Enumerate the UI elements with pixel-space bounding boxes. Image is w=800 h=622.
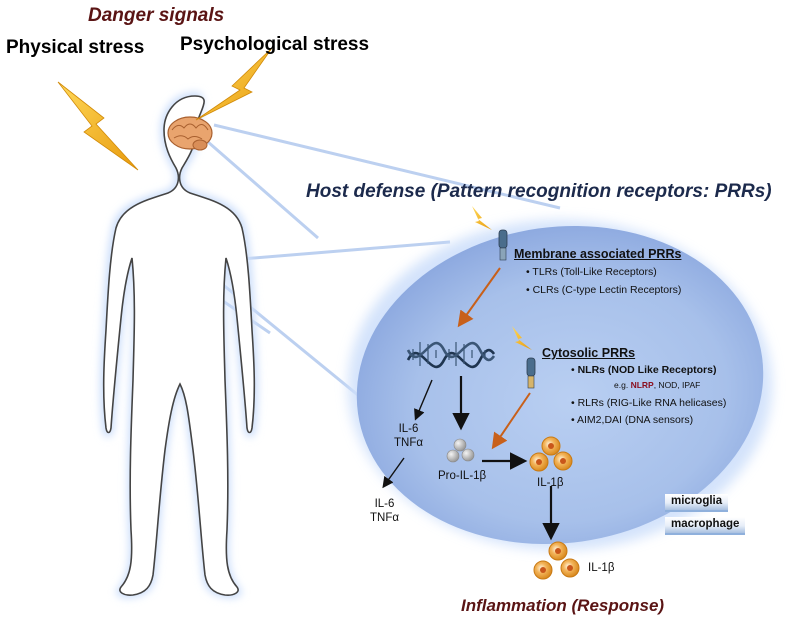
host-defense-title: Host defense (Pattern recognition recept… xyxy=(306,181,772,202)
il1b-granules-outer xyxy=(533,541,580,580)
il1b-granules-inner xyxy=(529,436,573,472)
inflammation-title: Inflammation (Response) xyxy=(461,596,665,615)
membrane-prr-item: • TLRs (Toll-Like Receptors) xyxy=(526,266,657,278)
dna-helix-icon xyxy=(406,341,496,369)
arrow-cytosolic-to-il1b xyxy=(491,392,531,450)
pro-il1b-granules xyxy=(446,438,475,463)
brain-icon xyxy=(167,116,213,151)
arrow-receptor-to-dna xyxy=(457,267,501,328)
membrane-prr-item: • CLRs (C-type Lectin Receptors) xyxy=(526,284,682,296)
human-body xyxy=(99,92,259,599)
pathway-arrows xyxy=(382,267,560,541)
lightning-bolt-icon xyxy=(57,81,139,171)
lightning-bolt-icon xyxy=(195,47,273,121)
cell-type-microglia: microglia xyxy=(665,494,729,512)
danger-signals-title: Danger signals xyxy=(88,5,225,26)
nlr-examples: e.g. NLRP, NOD, IPAF xyxy=(614,380,701,390)
cell xyxy=(348,220,772,550)
cytosolic-receptor-icon xyxy=(526,357,536,389)
psychological-stress-label: Psychological stress xyxy=(180,34,370,55)
arrow-dna-to-il6 xyxy=(414,379,433,421)
cell-type-macrophage: macrophage xyxy=(665,517,746,535)
lightning-bolt-icon xyxy=(512,326,532,350)
membrane-receptor-icon xyxy=(498,229,508,261)
cytosolic-prr-item-aim2: • AIM2,DAI (DNA sensors) xyxy=(571,414,694,426)
cytosolic-prr-item-nlr: • NLRs (NOD Like Receptors) xyxy=(571,364,717,376)
physical-stress-label: Physical stress xyxy=(6,37,145,58)
lightning-bolt-icon xyxy=(472,206,492,230)
cytosolic-prr-item-rlr: • RLRs (RIG-Like RNA helicases) xyxy=(571,397,727,409)
membrane-prrs-header: Membrane associated PRRs xyxy=(514,247,682,261)
nlrp-highlight: NLRP xyxy=(630,380,654,390)
arrow-il6-out xyxy=(382,457,405,489)
pro-il1b-label: Pro-IL-1β xyxy=(438,470,487,482)
il1b-inner-label: IL-1β xyxy=(537,477,564,489)
il1b-outer-label: IL-1β xyxy=(588,562,615,574)
cytosolic-prrs-header: Cytosolic PRRs xyxy=(542,346,636,360)
